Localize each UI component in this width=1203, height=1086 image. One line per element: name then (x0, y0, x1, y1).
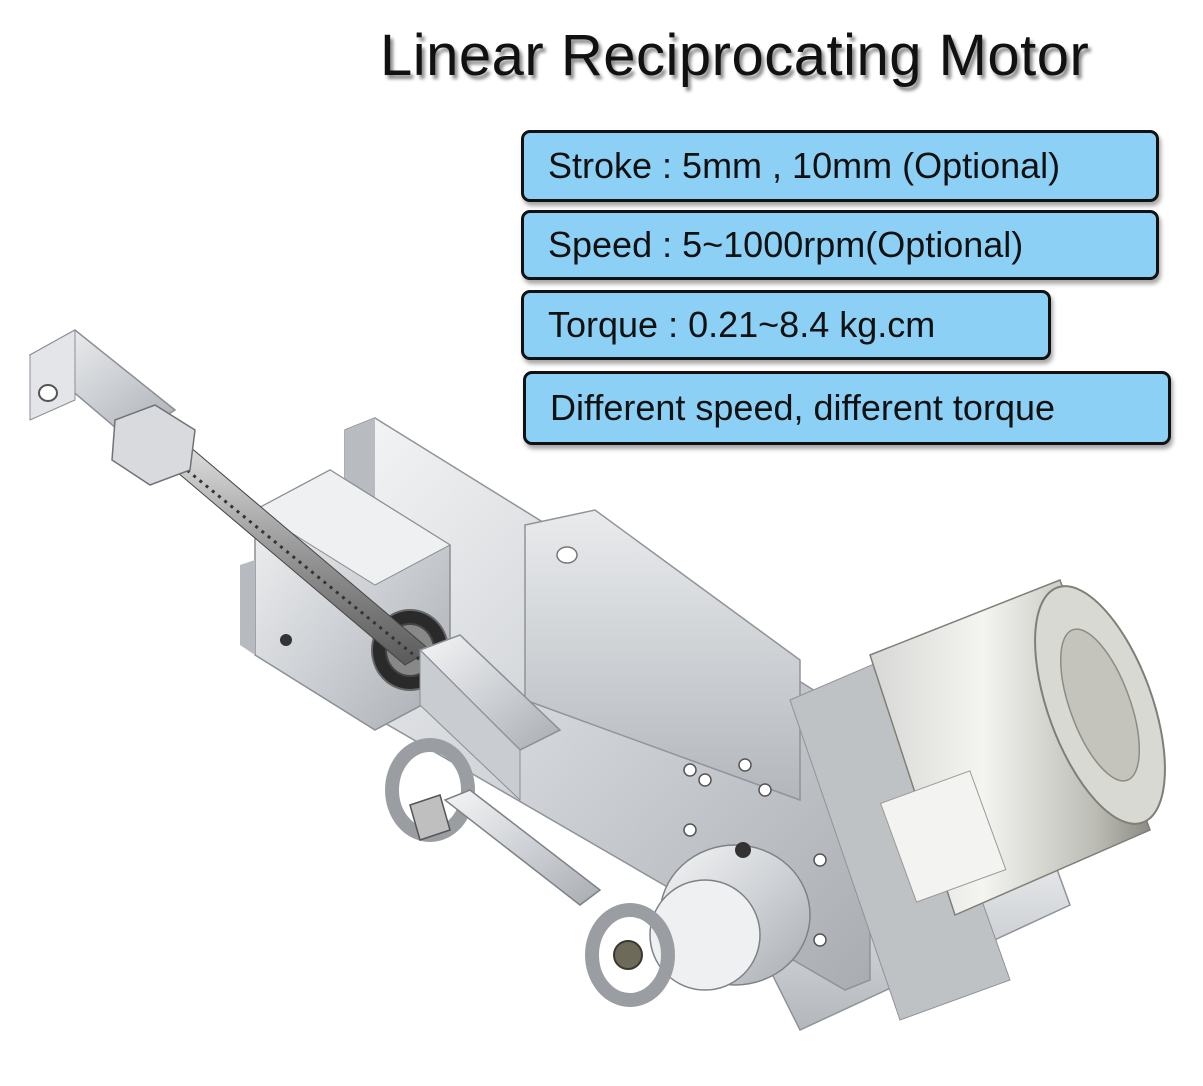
spec-torque: Torque : 0.21~8.4 kg.cm (521, 290, 1051, 360)
top-rod-end (28, 329, 196, 486)
spec-speed: Speed : 5~1000rpm(Optional) (521, 210, 1159, 280)
page-title: Linear Reciprocating Motor (380, 23, 1090, 88)
crank-linkage (385, 738, 811, 1007)
spec-note: Different speed, different torque (523, 371, 1171, 445)
plate-screws (683, 758, 827, 947)
slider-bar (418, 634, 562, 802)
spec-stroke: Stroke : 5mm , 10mm (Optional) (521, 130, 1159, 202)
dc-motor (789, 579, 1166, 1021)
